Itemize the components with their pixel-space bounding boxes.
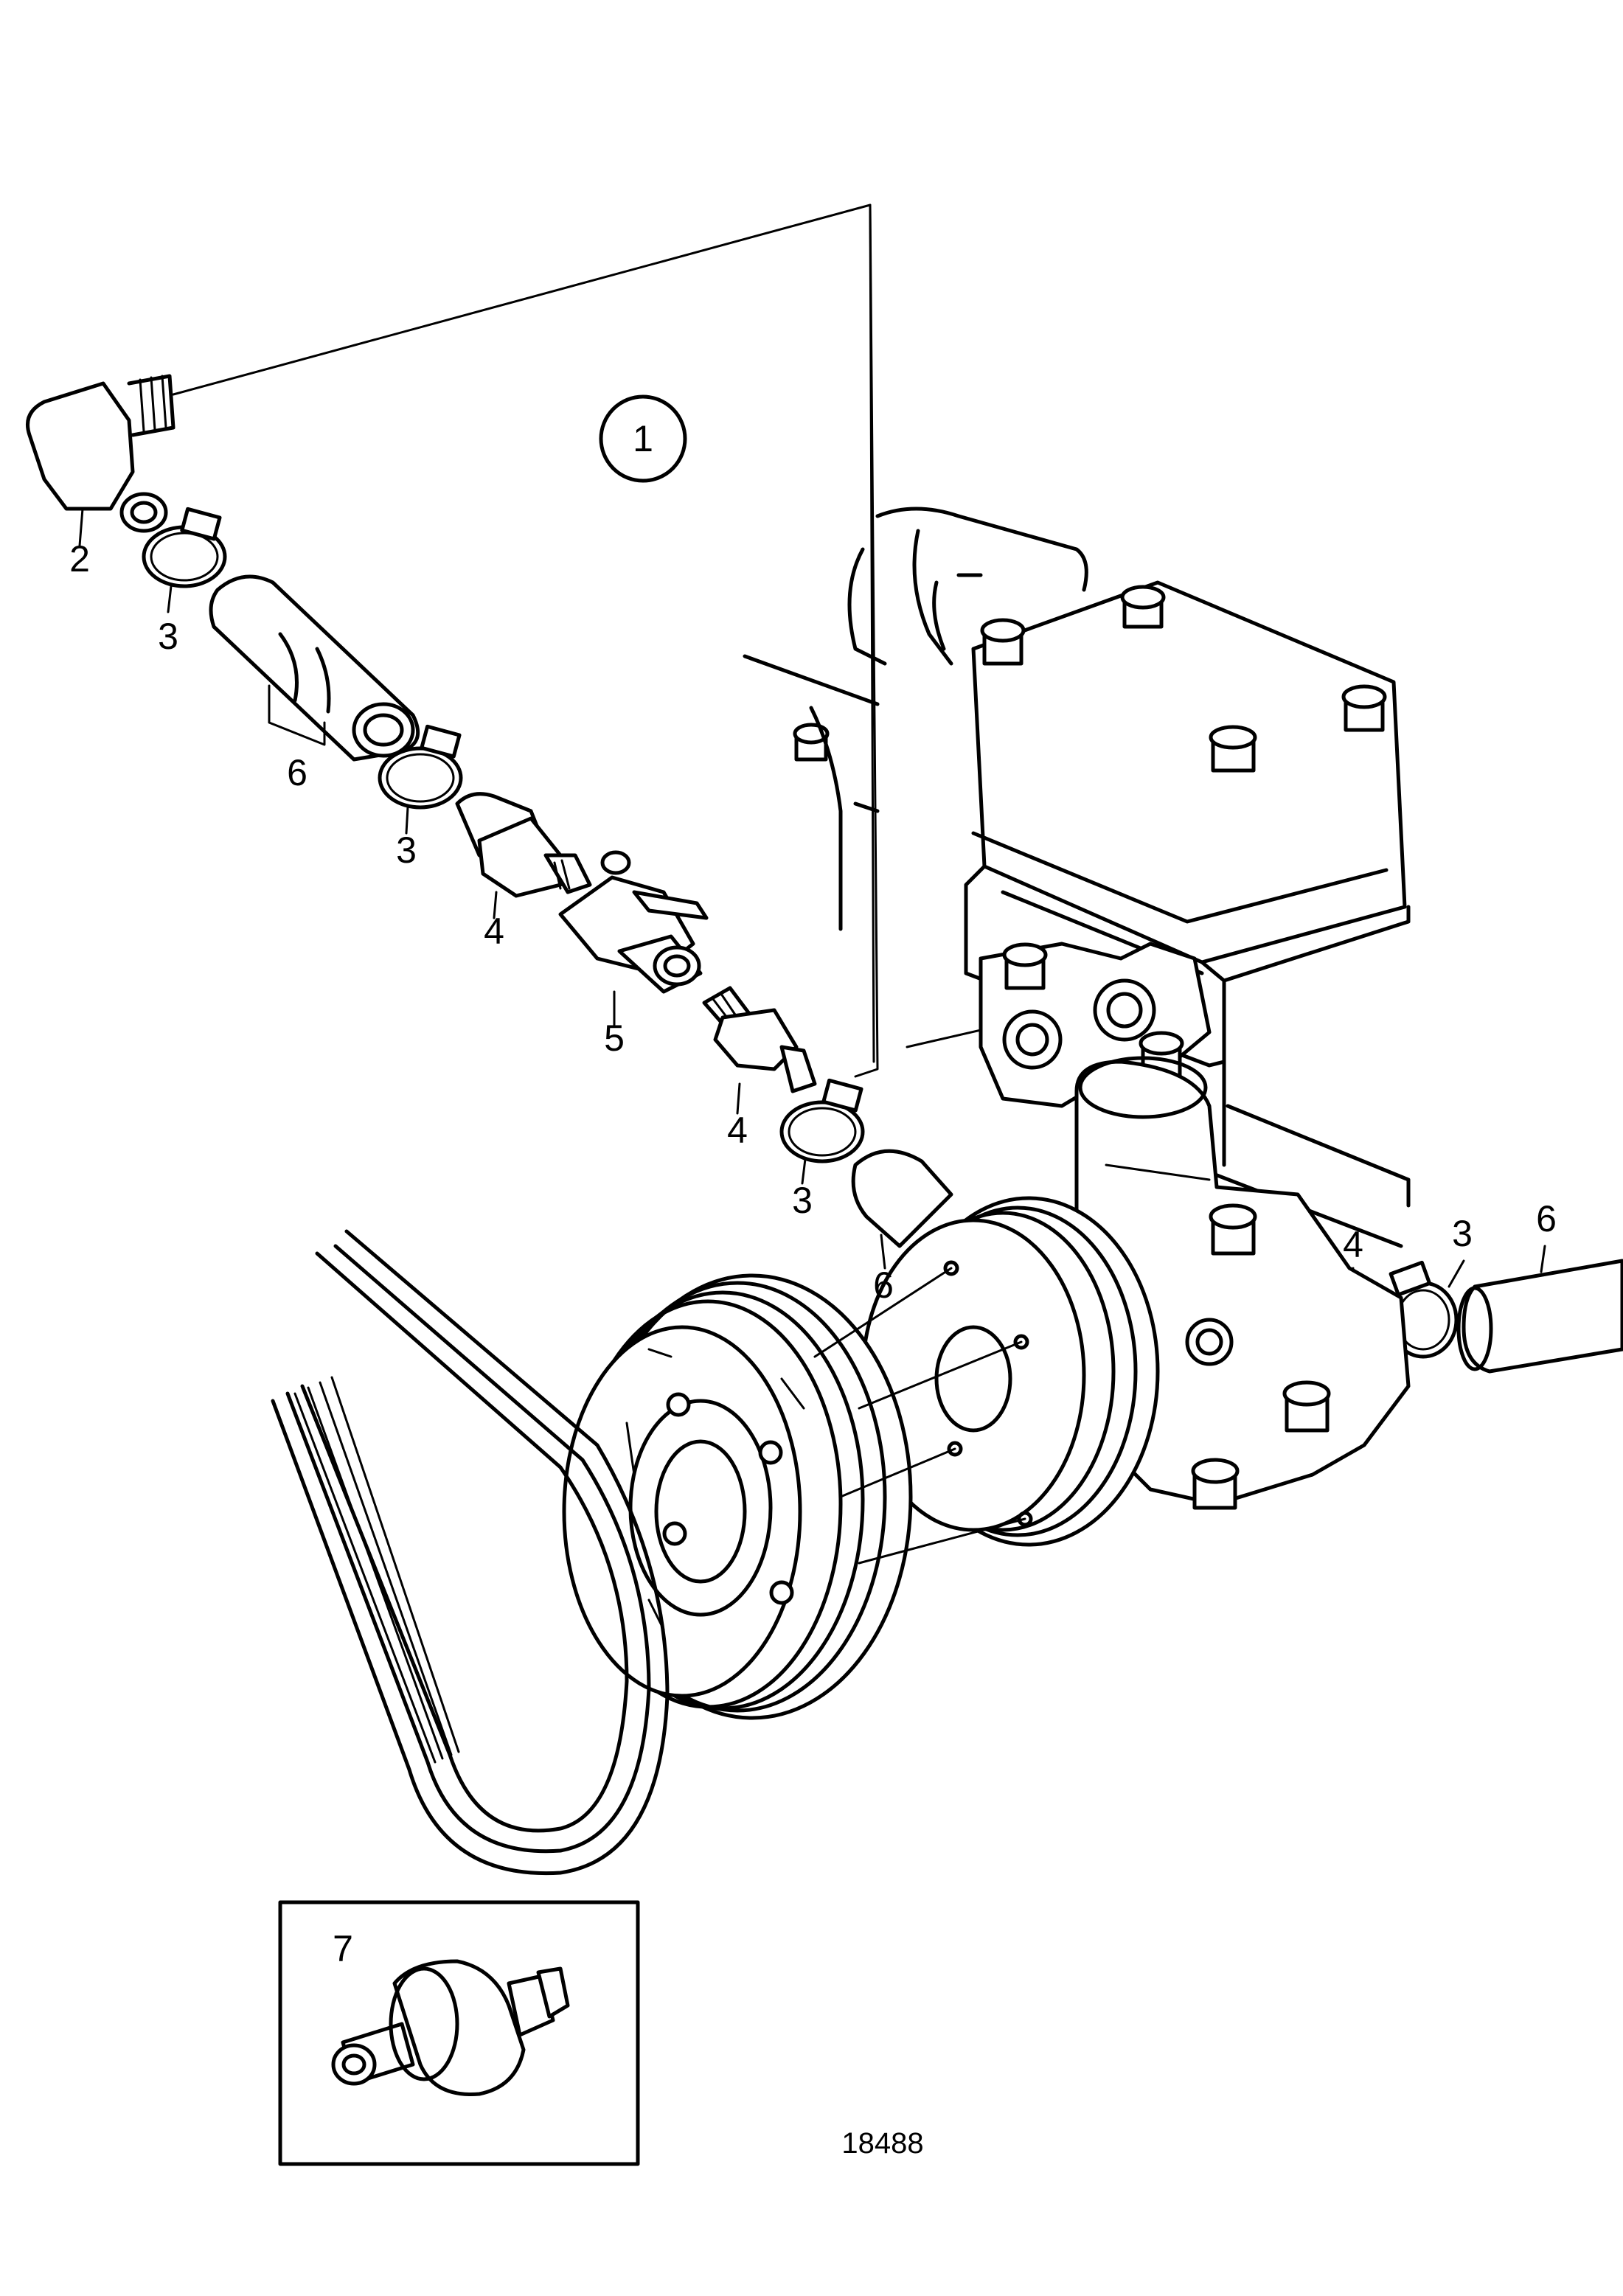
pump-pulley <box>861 1196 1160 1547</box>
part-3-hose-clamp-a <box>142 507 227 613</box>
part-label-2: 2 <box>69 538 90 580</box>
part-label-6: 6 <box>287 752 307 793</box>
part-6-hose-upper <box>209 574 420 762</box>
housing-bolt <box>1341 684 1387 732</box>
svg-text:4: 4 <box>1343 1224 1363 1265</box>
water-pump-body <box>1074 1056 1411 1510</box>
svg-text:6: 6 <box>873 1264 894 1306</box>
crankshaft-pulley <box>562 1267 1026 1720</box>
svg-text:2: 2 <box>69 538 90 580</box>
part-label-3: 3 <box>396 829 417 871</box>
part-label-7: 7 <box>333 1928 353 1969</box>
part-6-hose-middle <box>851 1149 953 1270</box>
housing-bolt <box>980 618 1026 666</box>
svg-text:3: 3 <box>792 1180 813 1221</box>
svg-text:3: 3 <box>396 829 417 871</box>
part-4-nipple-fitting-b <box>702 986 817 1115</box>
part-2-elbow-connector <box>26 374 175 547</box>
housing-bolt <box>1209 725 1257 773</box>
part-label-3: 3 <box>792 1180 813 1221</box>
svg-text:6: 6 <box>287 752 307 793</box>
drive-belt <box>271 1229 670 1876</box>
part-label-3: 3 <box>158 616 178 657</box>
assembly-callout-1: 1 <box>599 394 687 483</box>
part-label-6: 6 <box>873 1264 894 1306</box>
svg-text:5: 5 <box>604 1017 625 1059</box>
part-label-3: 3 <box>1452 1213 1473 1254</box>
part-label-6: 6 <box>1536 1198 1557 1239</box>
part-3-hose-clamp-d <box>1388 1259 1465 1359</box>
mounting-flange <box>979 942 1212 1108</box>
part-label-4: 4 <box>484 911 504 952</box>
part-3-hose-clamp-c <box>779 1078 865 1185</box>
svg-text:6: 6 <box>1536 1198 1557 1239</box>
figure-number: 18488 <box>841 2127 923 2160</box>
svg-text:3: 3 <box>1452 1213 1473 1254</box>
housing-bolt <box>1120 585 1166 629</box>
part-6-hose-right <box>1456 1245 1623 1374</box>
svg-text:4: 4 <box>727 1110 748 1151</box>
part-4-nipple-fitting-a <box>455 792 592 919</box>
part-3-hose-clamp-b <box>378 724 463 835</box>
part-5-shutoff-valve <box>558 850 709 1026</box>
part-label-4: 4 <box>1343 1224 1363 1265</box>
svg-text:3: 3 <box>158 616 178 657</box>
assembly-callout-number: 1 <box>633 418 653 459</box>
part-7-inline-filter <box>331 1959 570 2096</box>
inset-box-part-7: 7 <box>278 1900 640 2166</box>
heat-exchanger-housing <box>793 507 1411 1167</box>
part-label-5: 5 <box>604 1017 625 1059</box>
svg-text:4: 4 <box>484 911 504 952</box>
part-label-4: 4 <box>727 1110 748 1151</box>
